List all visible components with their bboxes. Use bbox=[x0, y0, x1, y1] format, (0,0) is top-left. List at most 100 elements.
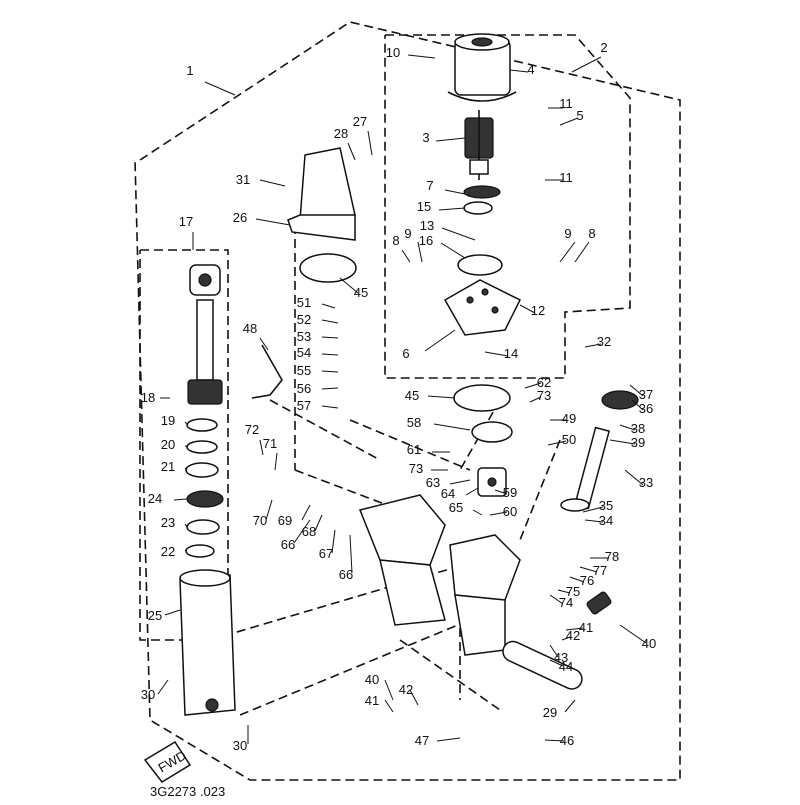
callout-label: 26 bbox=[233, 210, 247, 225]
callout-label: 9 bbox=[564, 226, 571, 241]
callout-label: 5 bbox=[576, 108, 583, 123]
callout-leader-line bbox=[407, 54, 436, 59]
callout-leader-line bbox=[184, 445, 189, 448]
callout-leader-line bbox=[565, 627, 584, 631]
callout-label: 54 bbox=[297, 345, 311, 360]
callout-leader-line bbox=[549, 659, 564, 667]
callout-leader-line bbox=[484, 351, 509, 357]
callout-label: 66 bbox=[281, 537, 295, 552]
callout-label: 59 bbox=[503, 485, 517, 500]
callout-label: 30 bbox=[141, 687, 155, 702]
callout-leader-line bbox=[321, 370, 339, 373]
cap-36 bbox=[601, 390, 639, 410]
callout-leader-line bbox=[435, 137, 466, 142]
o-ring-45-top bbox=[299, 253, 357, 283]
callout-label: 33 bbox=[639, 475, 653, 490]
callout-leader-line bbox=[274, 452, 278, 471]
callout-label: 4 bbox=[527, 62, 534, 77]
callout-leader-line bbox=[631, 399, 644, 411]
callout-leader-line bbox=[255, 218, 291, 226]
callout-label: 46 bbox=[560, 733, 574, 748]
callout-leader-line bbox=[259, 179, 286, 187]
reservoir-26 bbox=[287, 147, 356, 241]
callout-leader-line bbox=[173, 498, 188, 501]
callout-label: 75 bbox=[566, 584, 580, 599]
callout-leader-line bbox=[624, 469, 644, 486]
callout-leader-line bbox=[571, 56, 602, 73]
valve-64 bbox=[477, 467, 507, 497]
callout-label: 14 bbox=[504, 346, 518, 361]
callout-label: 16 bbox=[419, 233, 433, 248]
callout-leader-line bbox=[584, 343, 602, 348]
callout-leader-line bbox=[529, 396, 542, 403]
callout-leader-line bbox=[561, 636, 571, 641]
callout-label: 76 bbox=[580, 573, 594, 588]
callout-leader-line bbox=[184, 421, 189, 426]
callout-leader-line bbox=[259, 439, 264, 456]
assembly-2-boundary bbox=[384, 34, 631, 379]
seal-58 bbox=[471, 421, 513, 443]
callout-label: 7 bbox=[426, 178, 433, 193]
callout-leader-line bbox=[164, 609, 181, 616]
callout-leader-line bbox=[559, 241, 576, 263]
callout-label: 49 bbox=[562, 411, 576, 426]
callout-leader-line bbox=[349, 534, 353, 574]
callout-label: 72 bbox=[245, 422, 259, 437]
callout-label: 45 bbox=[405, 388, 419, 403]
o-ring-45-mid bbox=[453, 384, 511, 412]
callout-label: 67 bbox=[319, 546, 333, 561]
callout-label: 17 bbox=[179, 214, 193, 229]
callout-leader-line bbox=[436, 737, 461, 742]
callout-leader-line bbox=[321, 303, 336, 309]
pump-body bbox=[358, 494, 521, 656]
callout-label: 51 bbox=[297, 295, 311, 310]
callout-label: 2 bbox=[600, 40, 607, 55]
manual-valve-40 bbox=[586, 591, 612, 615]
callout-leader-line bbox=[519, 304, 536, 314]
callout-leader-line bbox=[549, 594, 564, 605]
callout-leader-line bbox=[417, 241, 423, 263]
callout-label: 64 bbox=[441, 486, 455, 501]
callout-leader-line bbox=[339, 277, 359, 294]
callout-leader-line bbox=[489, 511, 508, 516]
callout-leader-line bbox=[465, 487, 479, 496]
callout-leader-line bbox=[184, 523, 188, 528]
callout-label: 8 bbox=[588, 226, 595, 241]
callout-label: 25 bbox=[148, 608, 162, 623]
callout-label: 30 bbox=[233, 738, 247, 753]
callout-leader-line bbox=[609, 439, 636, 445]
callout-label: 3 bbox=[422, 130, 429, 145]
callout-leader-line bbox=[321, 387, 339, 390]
o-ring-16 bbox=[457, 254, 503, 276]
callout-label: 42 bbox=[566, 628, 580, 643]
ram-seals bbox=[185, 418, 224, 558]
callout-label: 32 bbox=[597, 334, 611, 349]
pin-29 bbox=[502, 640, 583, 690]
callout-label: 42 bbox=[399, 682, 413, 697]
callout-label: 68 bbox=[302, 524, 316, 539]
callout-label: 52 bbox=[297, 312, 311, 327]
callout-leader-line bbox=[494, 489, 508, 495]
callout-label: 40 bbox=[365, 672, 379, 687]
callout-leader-line bbox=[557, 589, 571, 594]
callout-leader-line bbox=[629, 384, 644, 397]
callout-label: 19 bbox=[161, 413, 175, 428]
callout-leader-line bbox=[301, 504, 311, 521]
callout-leader-line bbox=[574, 241, 590, 263]
connection-lines bbox=[209, 225, 561, 716]
callout-label: 23 bbox=[161, 515, 175, 530]
callout-leader-line bbox=[401, 249, 411, 263]
callout-label: 77 bbox=[593, 563, 607, 578]
callout-label: 47 bbox=[415, 733, 429, 748]
callout-label: 40 bbox=[642, 636, 656, 651]
callout-label: 11 bbox=[559, 170, 573, 185]
callout-label: 69 bbox=[278, 513, 292, 528]
callout-leader-line bbox=[472, 509, 483, 516]
callout-leader-line bbox=[440, 242, 466, 259]
callout-leader-line bbox=[265, 499, 273, 521]
callout-leader-line bbox=[321, 319, 339, 324]
callout-leader-line bbox=[321, 353, 339, 356]
callout-leader-line bbox=[384, 679, 394, 701]
callout-leader-line bbox=[157, 679, 169, 695]
